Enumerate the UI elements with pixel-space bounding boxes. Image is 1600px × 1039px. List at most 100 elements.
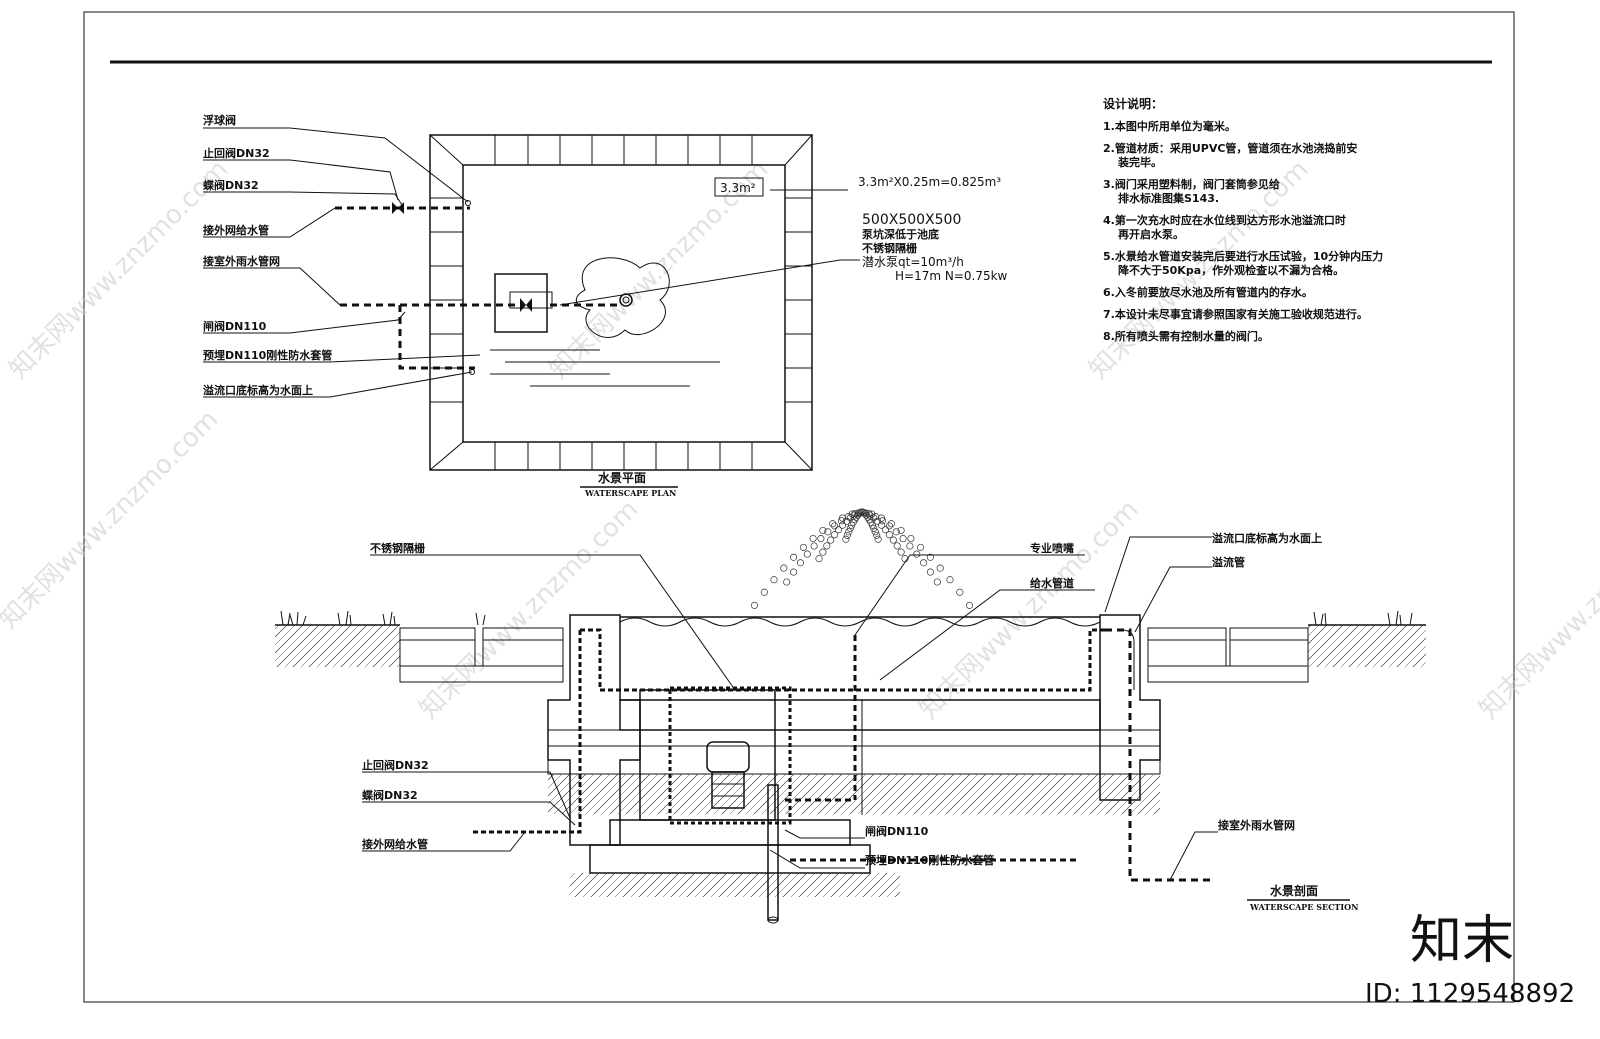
fountain-spray — [750, 508, 974, 609]
label-overflow-pipe: 溢流管 — [1212, 555, 1245, 569]
area-tag: 3.3m² — [720, 181, 756, 195]
volume-formula: 3.3m²X0.25m=0.825m³ — [858, 175, 1001, 189]
spray-droplet — [899, 535, 907, 543]
spray-droplet — [877, 521, 886, 529]
spray-droplet — [877, 514, 886, 522]
spray-droplet — [783, 578, 791, 586]
spray-droplet — [819, 526, 827, 535]
note-item: 排水标准图集S143. — [1118, 191, 1219, 205]
overflow-pipe-plan — [398, 305, 475, 370]
note-item: 6.入冬前要放尽水池及所有管道内的存水。 — [1103, 285, 1313, 299]
sump-gravel — [589, 844, 871, 874]
spray-droplet — [815, 555, 823, 563]
label-storm-well-section: 接室外雨水管网 — [1218, 818, 1295, 832]
spray-droplet — [885, 522, 893, 530]
spray-droplet — [796, 559, 804, 567]
watermark-text: 知末网www.znzmo.com — [1474, 494, 1600, 725]
label-check-valve: 止回阀DN32 — [203, 146, 270, 160]
spray-droplet — [834, 526, 843, 534]
watermark-text: 知末网www.znzmo.com — [0, 404, 224, 635]
spray-droplet — [926, 553, 934, 561]
paving-right — [1147, 624, 1426, 683]
spray-droplet — [892, 528, 900, 536]
note-item: 3.阀门采用塑料制，阀门套筒参见给 — [1103, 177, 1280, 191]
spray-droplet — [760, 588, 768, 596]
spray-droplet — [862, 509, 870, 517]
plan-caption: 水景平面 — [598, 470, 646, 485]
spray-droplet — [850, 511, 858, 519]
notes-title: 设计说明： — [1103, 96, 1163, 111]
spray-droplet — [790, 553, 798, 561]
spray-droplet — [846, 524, 854, 532]
label-sleeve-section: 预埋DN110刚性防水套管 — [865, 853, 994, 867]
label-butterfly-valve: 蝶阀DN32 — [203, 178, 259, 192]
pump-pit-line3: 潜水泵qt=10m³/h — [862, 255, 964, 269]
grass — [280, 610, 1413, 626]
label-overflow-section: 溢流口底标高为水面上 — [1212, 531, 1322, 545]
sheet-border — [83, 11, 1515, 1003]
area-tag-box — [714, 177, 764, 197]
label-nozzle: 专业喷嘴 — [1030, 541, 1074, 555]
spray-droplet — [881, 526, 890, 534]
spray-droplet — [854, 509, 862, 517]
spray-droplet — [913, 550, 921, 558]
float-valve-marker — [465, 200, 471, 206]
spray-droplet — [770, 576, 778, 584]
spray-droplet — [790, 568, 798, 576]
note-item: 7.本设计未尽事宜请参照国家有关施工验收规范进行。 — [1103, 307, 1368, 321]
spray-droplet — [843, 531, 851, 539]
spray-droplet — [842, 535, 850, 543]
spray-droplet — [868, 521, 876, 529]
spray-droplet — [823, 542, 831, 550]
spray-droplet — [819, 548, 827, 556]
spray-droplet — [870, 514, 878, 522]
label-float-valve: 浮球阀 — [203, 113, 236, 127]
label-supply-pipe: 接外网给水管 — [203, 223, 269, 237]
spray-droplet — [827, 536, 835, 544]
note-item: 2.管道材质：采用UPVC管，管道须在水池浇捣前安 — [1103, 141, 1357, 155]
spray-droplet — [799, 543, 807, 551]
note-item: 装完毕。 — [1117, 155, 1162, 169]
note-item: 5.水景给水管道安装完后要进行水压试验，10分钟内压力 — [1103, 249, 1383, 263]
label-gate-valve-section: 闸阀DN110 — [865, 824, 929, 838]
section-caption: 水景剖面 — [1270, 883, 1318, 898]
plan-leaders — [203, 127, 860, 398]
label-supply-line: 给水管道 — [1030, 576, 1074, 590]
spray-droplet — [780, 564, 788, 572]
spray-droplet — [936, 564, 944, 572]
spray-droplet — [831, 531, 839, 539]
spray-droplet — [824, 528, 832, 536]
label-storm-well: 接室外雨水管网 — [203, 254, 280, 268]
spray-droplet — [838, 521, 847, 529]
spray-droplet — [809, 534, 817, 543]
spray-droplet — [965, 601, 974, 609]
spray-droplet — [829, 520, 837, 528]
waterscape-section: 不锈钢隔栅 专业喷嘴 给水管道 溢流口底标高为水面上 溢流管 止回阀DN32 蝶… — [275, 508, 1426, 924]
spray-droplet — [873, 531, 881, 539]
note-item: 1.本图中所用单位为毫米。 — [1103, 119, 1236, 133]
spray-droplet — [837, 517, 846, 525]
watermark-text: 知末网www.znzmo.com — [4, 154, 235, 385]
spray-droplet — [887, 520, 895, 528]
label-overflow: 溢流口底标高为水面上 — [203, 383, 313, 397]
spray-droplet — [897, 548, 905, 556]
spray-droplet — [870, 524, 878, 532]
section-leaders — [362, 536, 1218, 881]
spray-droplet — [817, 535, 825, 543]
spray-droplet — [893, 542, 901, 550]
label-grille: 不锈钢隔栅 — [370, 541, 425, 555]
label-sleeve: 预埋DN110刚性防水套管 — [203, 348, 332, 362]
spray-droplet — [956, 588, 964, 596]
spray-droplet — [803, 550, 811, 558]
pool-liner — [580, 628, 1110, 692]
spray-droplet — [858, 508, 866, 516]
paving-left — [275, 624, 564, 683]
spray-droplet — [810, 542, 818, 550]
label-check-valve-section: 止回阀DN32 — [362, 758, 429, 772]
spray-droplet — [897, 526, 905, 535]
plan-caption-en: WATERSCAPE PLAN — [584, 488, 676, 498]
spray-droplet — [845, 528, 853, 536]
spray-droplet — [885, 531, 893, 539]
